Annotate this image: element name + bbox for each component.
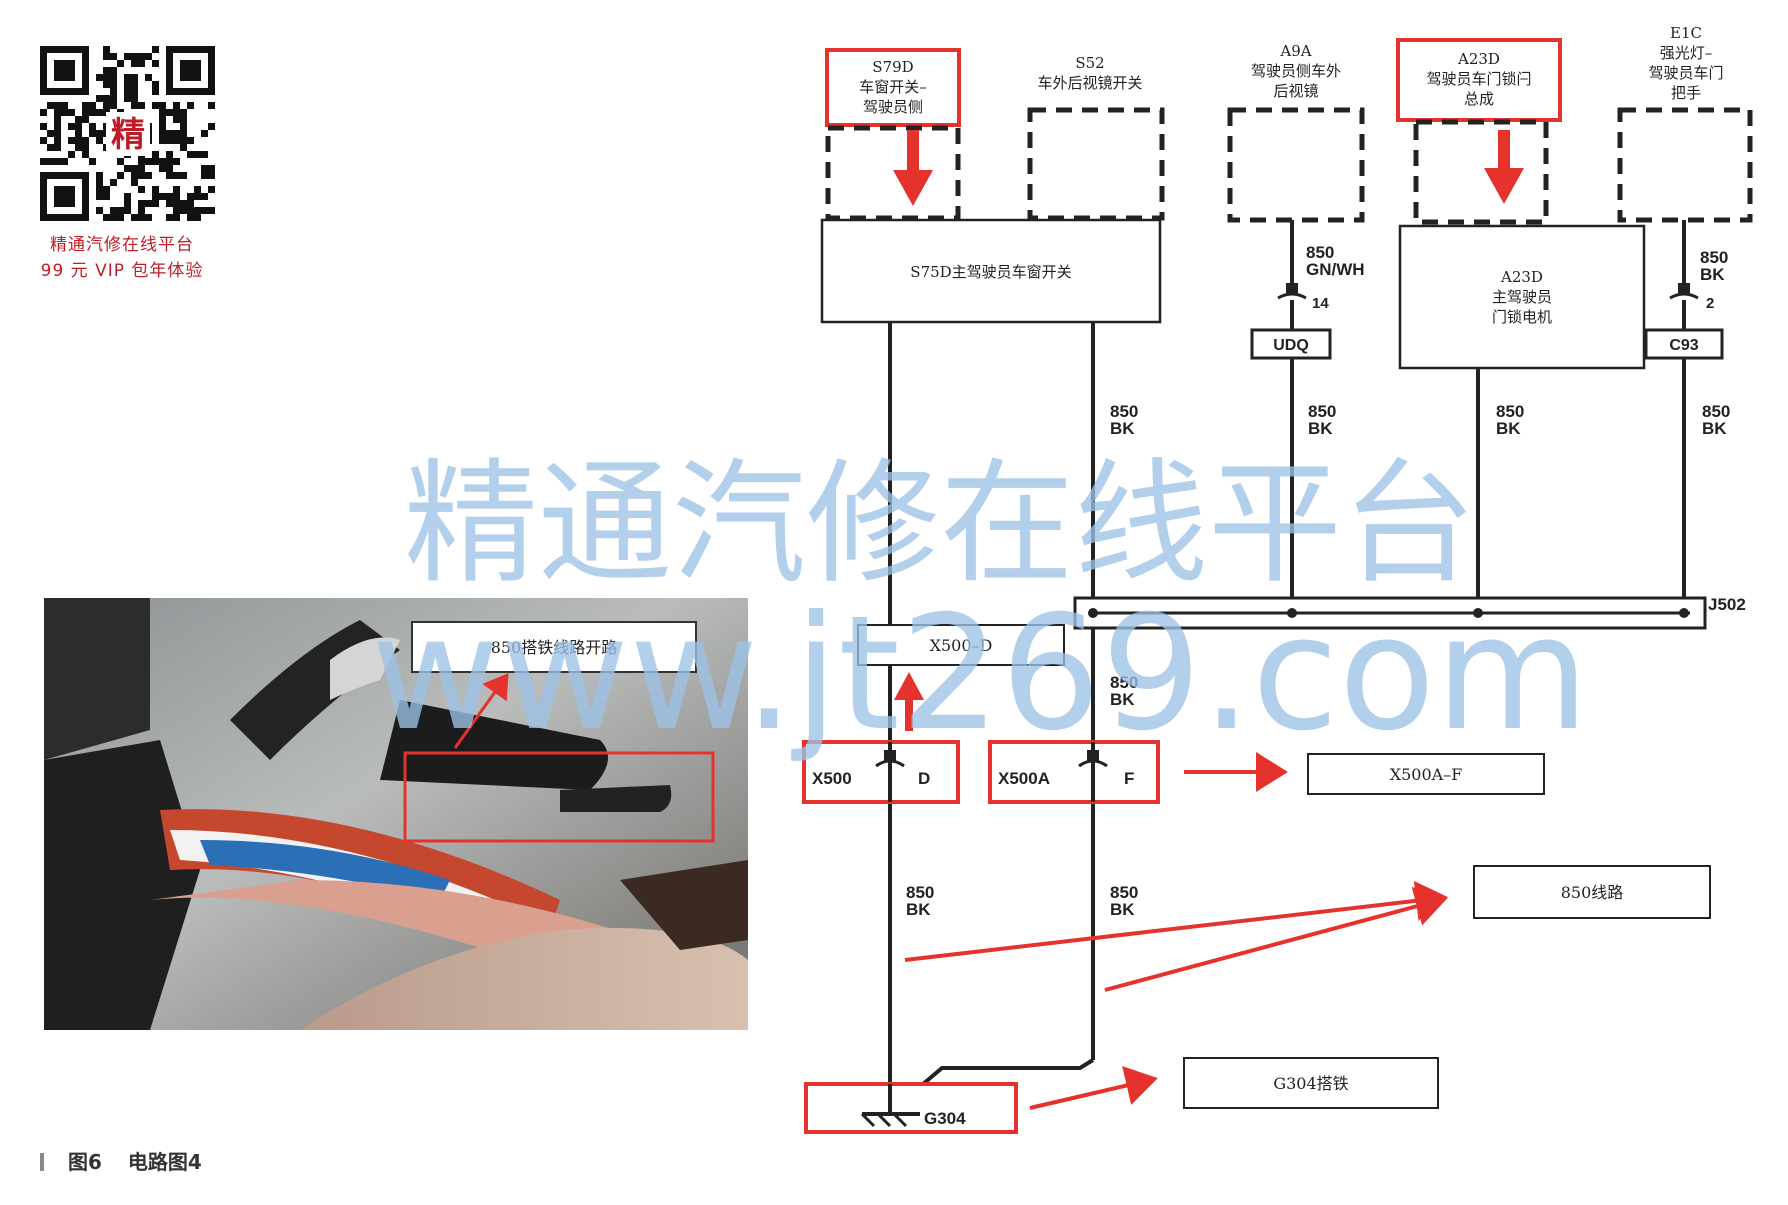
a23d-box-code: A23D bbox=[1500, 268, 1543, 286]
s52-wire-gauge: 850 bbox=[1110, 402, 1138, 421]
c93-pin: 2 bbox=[1706, 295, 1714, 312]
line850-annotation-box bbox=[1473, 865, 1711, 919]
s52-dashed-outline bbox=[1027, 107, 1165, 221]
figure-caption: 图6 电路图4 bbox=[40, 1146, 202, 1175]
g304-annotation-box bbox=[1183, 1057, 1439, 1109]
watermark: 精通汽修在线平台 www.jt269.com bbox=[371, 446, 1589, 766]
a9a-dashed-outline bbox=[1227, 107, 1365, 223]
a9a-line2: 后视镜 bbox=[1273, 82, 1318, 100]
line850-arrow-right bbox=[1104, 886, 1448, 992]
c93-wire-gauge: 850 bbox=[1702, 402, 1730, 421]
right-lower-wire-gauge: 850 bbox=[1110, 883, 1138, 902]
udq-connector: 14 UDQ bbox=[1250, 283, 1332, 360]
a23d-motor-box bbox=[1398, 224, 1646, 370]
watermark-line2: www.jt269.com bbox=[371, 582, 1589, 766]
x500a-pin: F bbox=[1124, 769, 1134, 788]
a23d-box-line1: 主驾驶员 bbox=[1492, 288, 1552, 306]
x500d-up-wire-color: BK bbox=[1110, 690, 1135, 709]
udq-name: UDQ bbox=[1273, 337, 1309, 354]
a9a-wire-gauge: 850 bbox=[1306, 243, 1334, 262]
connector-photo: 850搭铁线路开路 bbox=[44, 598, 748, 1030]
x500d-annotation: X500–D bbox=[930, 636, 993, 655]
a23d-box-line2: 门锁电机 bbox=[1492, 308, 1552, 326]
e1c-wire-gauge: 850 bbox=[1700, 248, 1728, 267]
x500-pin: D bbox=[918, 769, 930, 788]
a9a-wire-color: GN/WH bbox=[1306, 260, 1365, 279]
x500af-annotation-box bbox=[1307, 753, 1545, 795]
a23d-top-code: A23D bbox=[1457, 50, 1500, 68]
j502-splice: J502 bbox=[1073, 595, 1746, 630]
s75d-label: S75D主驾驶员车窗开关 bbox=[910, 263, 1071, 281]
photo-callout-label: 850搭铁线路开路 bbox=[491, 638, 618, 657]
line850-annotation: 850线路 bbox=[1561, 883, 1624, 902]
j502-name: J502 bbox=[1708, 595, 1746, 614]
s79d-code: S79D bbox=[872, 58, 913, 76]
s79d-line1: 车窗开关– bbox=[859, 78, 927, 96]
e1c-line3: 把手 bbox=[1671, 84, 1701, 102]
x500d-annotation-box bbox=[857, 624, 1065, 666]
x500-name: X500 bbox=[812, 769, 852, 788]
x500d-up-wire-gauge: 850 bbox=[1110, 673, 1138, 692]
figure-title: 电路图4 bbox=[127, 1150, 202, 1174]
udq-wire-color: BK bbox=[1308, 419, 1333, 438]
g304-annotation: G304搭铁 bbox=[1273, 1074, 1348, 1093]
e1c-line2: 驾驶员车门 bbox=[1648, 64, 1723, 82]
photo-callout-box bbox=[411, 621, 697, 673]
s79d-down-arrow bbox=[893, 130, 933, 206]
g304-arrow bbox=[1029, 1065, 1158, 1110]
x500a-connector: X500A F bbox=[988, 740, 1160, 804]
a9a-code: A9A bbox=[1279, 42, 1311, 60]
a23d-top-line2: 总成 bbox=[1464, 90, 1494, 108]
e1c-code: E1C bbox=[1670, 24, 1702, 42]
udq-pin: 14 bbox=[1312, 295, 1329, 312]
c93-name: C93 bbox=[1669, 337, 1698, 354]
s79d-line2: 驾驶员侧 bbox=[863, 98, 923, 116]
a23d-wire-gauge: 850 bbox=[1496, 402, 1524, 421]
c93-connector: 2 C93 bbox=[1644, 283, 1724, 360]
a23d-highlight-box bbox=[1396, 38, 1562, 122]
a23d-dashed-outline bbox=[1413, 119, 1549, 225]
qr-center-glyph: 精 bbox=[111, 115, 145, 155]
s52-code: S52 bbox=[1075, 54, 1104, 72]
a9a-line1: 驾驶员侧车外 bbox=[1251, 62, 1341, 80]
e1c-dashed-outline bbox=[1617, 107, 1753, 223]
a23d-down-arrow bbox=[1484, 130, 1524, 204]
s52-line1: 车外后视镜开关 bbox=[1037, 74, 1142, 92]
left-lower-wire-gauge: 850 bbox=[906, 883, 934, 902]
x500a-name: X500A bbox=[998, 769, 1050, 788]
caption-bar bbox=[40, 1153, 44, 1171]
right-lower-wire-color: BK bbox=[1110, 900, 1135, 919]
qr-caption-line1: 精通汽修在线平台 bbox=[50, 235, 194, 255]
g304-name: G304 bbox=[924, 1109, 966, 1128]
g304-ground: G304 bbox=[804, 1082, 1018, 1134]
udq-wire-gauge: 850 bbox=[1308, 402, 1336, 421]
a23d-top-line1: 驾驶员车门锁闩 bbox=[1426, 70, 1531, 88]
a23d-wire-color: BK bbox=[1496, 419, 1521, 438]
e1c-line1: 强光灯– bbox=[1660, 44, 1713, 62]
watermark-line1: 精通汽修在线平台 bbox=[404, 446, 1476, 602]
x500af-annotation: X500A–F bbox=[1390, 765, 1463, 784]
s79d-dashed-outline bbox=[825, 125, 961, 221]
s52-wire-color: BK bbox=[1110, 419, 1135, 438]
c93-wire-color: BK bbox=[1702, 419, 1727, 438]
wiring-diagram: S79D 车窗开关– 驾驶员侧 S52 车外后视镜开关 A9A 驾驶员侧车外 后… bbox=[802, 24, 1753, 1134]
s79d-highlight-box bbox=[825, 48, 961, 127]
s75d-switch-box bbox=[820, 218, 1162, 324]
x500-connector: X500 D bbox=[802, 740, 960, 804]
x500d-up-arrow bbox=[894, 672, 924, 731]
figure-number: 图6 bbox=[68, 1150, 102, 1174]
e1c-wire-color: BK bbox=[1700, 265, 1725, 284]
line850-arrow-left bbox=[904, 880, 1448, 962]
qr-caption-line2: 99 元 VIP 包年体验 bbox=[40, 261, 204, 281]
left-lower-wire-color: BK bbox=[906, 900, 931, 919]
qr-code[interactable]: 精 bbox=[38, 44, 216, 222]
